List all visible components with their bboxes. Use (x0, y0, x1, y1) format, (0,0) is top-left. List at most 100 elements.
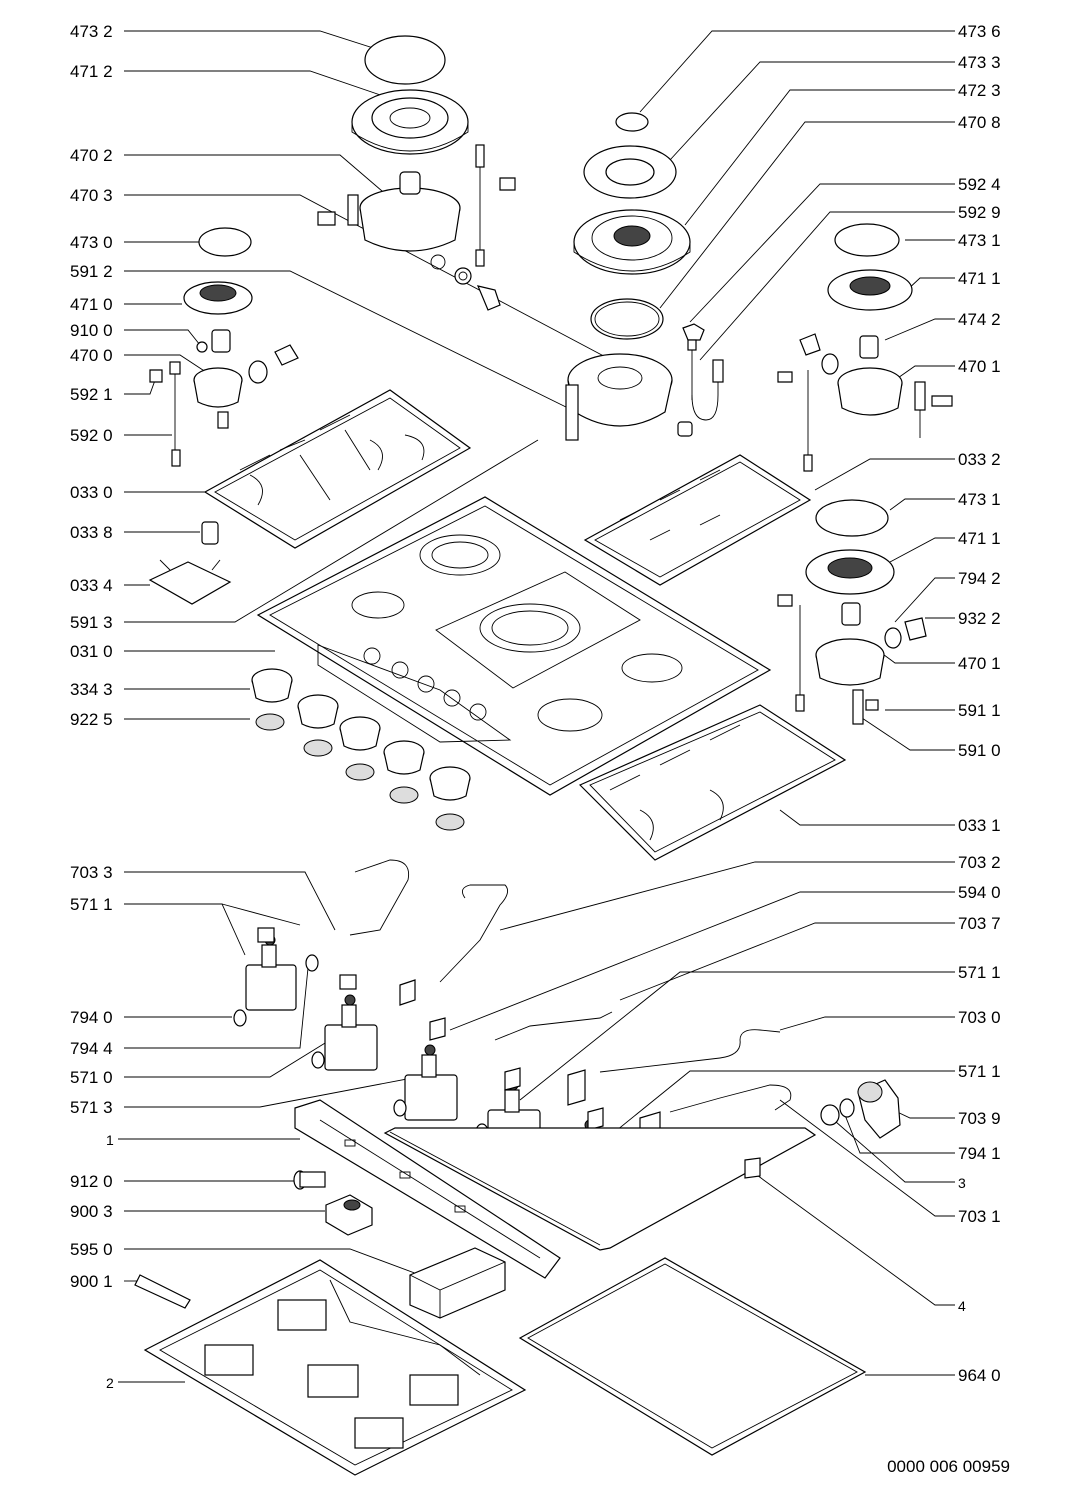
part-label: 592 9 (958, 203, 1001, 222)
part-label: 033 2 (958, 450, 1001, 469)
gas-pipe-middle (439, 884, 509, 983)
electrode-right-top (682, 323, 724, 421)
pan-support-right-lower (578, 704, 847, 861)
gas-pipe-cross (599, 1029, 781, 1073)
part-label: 2 (106, 1375, 114, 1391)
part-label: 794 0 (70, 1008, 113, 1027)
seal-ring-right (590, 298, 664, 340)
drawing-code: 0000 006 00959 (887, 1457, 1010, 1476)
part-label: 473 1 (958, 490, 1001, 509)
frame-clip (148, 559, 232, 605)
part-label: 703 7 (958, 914, 1001, 933)
bottom-casing (143, 1259, 527, 1476)
part-label: 472 3 (958, 81, 1001, 100)
part-label: 473 0 (70, 233, 113, 252)
part-label: 473 1 (958, 231, 1001, 250)
gas-pipe-lower (494, 1011, 613, 1041)
part-label: 571 0 (70, 1068, 113, 1087)
part-label: 591 3 (70, 613, 113, 632)
burner-body-left (359, 171, 501, 311)
part-label: 703 2 (958, 853, 1001, 872)
part-label: 470 0 (70, 346, 113, 365)
burner-body-right-lower (777, 594, 885, 725)
part-label: 922 5 (70, 710, 113, 729)
part-label: 703 1 (958, 1207, 1001, 1226)
gas-valve-3 (393, 1017, 458, 1121)
injector-left (196, 329, 231, 353)
burner-cap-right-upper (834, 223, 900, 257)
part-label: 592 0 (70, 426, 113, 445)
fixing-clip (134, 1274, 191, 1309)
part-label: 033 8 (70, 523, 113, 542)
part-label: 912 0 (70, 1172, 113, 1191)
part-label: 3 (958, 1175, 966, 1191)
burner-cap-large-left (364, 35, 446, 85)
hob-seal (518, 1257, 867, 1456)
burner-cap-right-lower (815, 499, 889, 537)
gas-valve-2 (311, 974, 416, 1071)
part-label: 703 3 (70, 863, 113, 882)
part-label: 031 0 (70, 642, 113, 661)
burner-cap-tiny-right (615, 112, 649, 132)
part-label: 591 1 (958, 701, 1001, 720)
gas-rail-main (383, 1127, 817, 1251)
screw (293, 1170, 326, 1190)
part-label: 473 2 (70, 22, 113, 41)
part-label: 4 (958, 1298, 966, 1314)
spark-generator (409, 1247, 506, 1319)
part-label: 900 3 (70, 1202, 113, 1221)
knob-ring-row (255, 713, 465, 831)
gas-pipe-bottom (669, 1084, 792, 1113)
gas-pipe-upper (349, 859, 410, 936)
part-label: 473 3 (958, 53, 1001, 72)
part-label: 964 0 (958, 1366, 1001, 1385)
right-label-column: 473 6 473 3 472 3 470 8 592 4 592 9 473 … (958, 22, 1001, 1385)
part-label: 470 3 (70, 186, 113, 205)
burner-head-large-left (351, 89, 469, 155)
part-label: 794 4 (70, 1039, 113, 1058)
burner-head-small-left (183, 281, 253, 315)
part-label: 471 0 (70, 295, 113, 314)
burner-head-triple-right (573, 209, 691, 275)
part-label: 1 (106, 1132, 114, 1148)
front-rail (294, 1099, 561, 1279)
burner-head-right-upper (827, 269, 913, 311)
part-label: 033 0 (70, 483, 113, 502)
hob-top-plate (256, 496, 772, 796)
part-label: 591 2 (70, 262, 113, 281)
part-label: 470 1 (958, 357, 1001, 376)
part-label: 703 9 (958, 1109, 1001, 1128)
left-label-column: 473 2 471 2 470 2 470 3 473 0 591 2 471 … (70, 22, 114, 1391)
part-label: 595 0 (70, 1240, 113, 1259)
part-label: 571 3 (70, 1098, 113, 1117)
part-label: 474 2 (958, 310, 1001, 329)
part-label: 591 0 (958, 741, 1001, 760)
burner-body-small-left (149, 344, 299, 467)
part-label: 703 0 (958, 1008, 1001, 1027)
gas-inlet-elbow (820, 1079, 901, 1139)
pan-support-left (203, 389, 472, 549)
part-label: 932 2 (958, 609, 1001, 628)
injector-right-lower (841, 602, 927, 649)
part-label: 471 1 (958, 269, 1001, 288)
burner-cap-small-left (198, 227, 252, 257)
part-label: 571 1 (958, 963, 1001, 982)
pan-support-right-upper (583, 454, 812, 586)
burner-head-right-lower (805, 549, 895, 595)
ignition-electrode-left-top (317, 144, 516, 267)
part-label: 571 1 (958, 1062, 1001, 1081)
leader-lines-left (118, 30, 616, 1383)
part-label: 470 8 (958, 113, 1001, 132)
part-label: 910 0 (70, 321, 113, 340)
part-label: 900 1 (70, 1272, 113, 1291)
injector-right-upper (859, 335, 879, 359)
burner-ring-right (583, 145, 677, 199)
part-label: 571 1 (70, 895, 113, 914)
part-label: 033 1 (958, 816, 1001, 835)
part-label: 592 4 (958, 175, 1001, 194)
knob-row (251, 668, 471, 801)
part-label: 592 1 (70, 385, 113, 404)
part-label: 033 4 (70, 576, 113, 595)
part-label: 471 2 (70, 62, 113, 81)
